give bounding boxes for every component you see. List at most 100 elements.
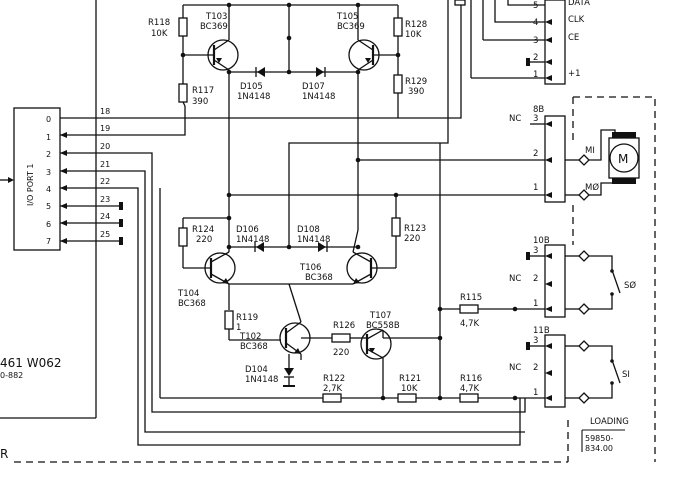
wire-number-18: 18	[100, 107, 110, 116]
t103-type: BC369	[200, 22, 228, 32]
wire-numbers: 18 19 20 21 22 23 24 25	[100, 107, 110, 239]
motor-pin-mi: MI	[585, 146, 595, 156]
conn-top-pin-3: 3	[533, 36, 538, 46]
io-pin-0: 0	[46, 115, 51, 124]
conn-8b-pin-1: 1	[533, 183, 538, 193]
board-label-line1: 461 W062	[0, 356, 62, 370]
d106-type: 1N4148	[236, 235, 269, 245]
conn-top-pin-2: 2	[533, 53, 538, 63]
r121-value: 10K	[401, 384, 418, 394]
io-pin-1: 1	[46, 133, 51, 142]
loading-code-line2: 834.00	[585, 444, 613, 453]
d105-ref: D105	[240, 82, 263, 92]
corner-label: R	[0, 447, 8, 461]
switch-s1-label: SI	[622, 370, 630, 380]
resistor-r122: R122 2,7K	[159, 188, 398, 403]
top-rail	[183, 2, 398, 75]
r129-ref: R129	[405, 77, 427, 87]
r122-value: 2,7K	[323, 384, 343, 394]
resistor-r119: R119 1	[224, 310, 281, 341]
top-bus-lines	[288, 0, 545, 202]
conn-top-pin-4: 4	[533, 18, 538, 28]
wire-number-23: 23	[100, 195, 110, 204]
board-label-line2: 0-882	[0, 371, 23, 380]
resistor-r124: R124 220	[178, 215, 232, 268]
t105-type: BC369	[337, 22, 365, 32]
connector-8b: 8B NC 3 2 1 MI MØ	[509, 105, 616, 203]
conn-top-signal-plus1: +1	[568, 69, 581, 79]
r122-ref: R122	[323, 374, 345, 384]
loading-code-line1: 59850-	[585, 434, 613, 443]
d107-ref: D107	[302, 82, 325, 92]
r119-value: 1	[236, 323, 241, 333]
t102-ref: T102	[239, 332, 261, 342]
r128-value: 10K	[405, 30, 422, 40]
d106-ref: D106	[236, 225, 259, 235]
transistor-t105: T105 BC369	[336, 12, 398, 230]
r118-value: 10K	[151, 29, 168, 39]
motor-symbol: M	[608, 132, 640, 184]
r126-ref: R126	[333, 321, 355, 331]
r128-ref: R128	[405, 20, 427, 30]
conn-10b-pin-1: 1	[533, 299, 538, 309]
conn-8b-pin-2: 2	[533, 149, 538, 159]
loading-area: LOADING 59850- 834.00	[567, 96, 656, 462]
diode-d106: D106 1N4148	[226, 225, 358, 252]
io-pin-2: 2	[46, 150, 51, 159]
transistor-t107: T107 BC558B	[360, 311, 443, 398]
io-pin-5: 5	[46, 202, 51, 211]
d108-type: 1N4148	[297, 235, 330, 245]
conn-10b-nc: NC	[509, 274, 521, 284]
transistor-t106: T106 BC368	[229, 229, 396, 285]
transistor-t104: T104 BC368	[177, 230, 236, 310]
connector-11b: 11B 3 NC 2 1 SI	[509, 326, 630, 408]
t106-ref: T106	[299, 263, 321, 273]
r118-ref: R118	[148, 18, 170, 28]
motor-letter: M	[618, 152, 628, 166]
connector-top: 5 4 3 2 1 DATA CLK CE +1	[526, 0, 590, 85]
wire-number-22: 22	[100, 177, 110, 186]
r121-ref: R121	[399, 374, 421, 384]
conn-11b-nc: NC	[509, 363, 521, 373]
conn-10b-ref: 10B	[533, 236, 550, 246]
conn-11b-pin-2: 2	[533, 363, 538, 373]
conn-top-pin-5: 5	[533, 1, 538, 11]
conn-top-pin-1: 1	[533, 70, 538, 80]
d104-type: 1N4148	[245, 375, 278, 385]
motor-pin-m0: MØ	[585, 182, 599, 193]
switch-s0-label: SØ	[624, 280, 636, 291]
io-routing-wires	[96, 106, 526, 446]
resistor-r128: R128 10K	[393, 5, 427, 75]
d107-type: 1N4148	[302, 92, 335, 102]
d108-ref: D108	[297, 225, 320, 235]
io-pin-4: 4	[46, 185, 51, 194]
t107-type: BC558B	[366, 321, 400, 331]
t106-type: BC368	[305, 273, 333, 283]
resistor-r121: R121 10K	[397, 374, 460, 403]
wire-number-25: 25	[100, 230, 110, 239]
t105-ref: T105	[336, 12, 358, 22]
supply-bus-440	[437, 143, 443, 401]
r116-value: 4,7K	[460, 384, 480, 394]
diode-d105: D105 1N4148	[226, 67, 358, 102]
r124-value: 220	[196, 235, 212, 245]
loading-label: LOADING	[590, 417, 629, 427]
t104-type: BC368	[178, 299, 206, 309]
motor-drive-lines	[226, 157, 545, 247]
r115-ref: R115	[460, 293, 482, 303]
conn-top-signal-clk: CLK	[568, 15, 585, 25]
conn-top-signal-ce: CE	[568, 33, 579, 43]
io-port-box	[13, 107, 61, 251]
resistor-r117: R117 390	[178, 55, 214, 107]
t103-ref: T103	[205, 12, 227, 22]
r116-ref: R116	[460, 374, 482, 384]
conn-8b-ref: 8B	[533, 105, 544, 115]
r123-value: 220	[404, 234, 420, 244]
r129-value: 390	[408, 87, 424, 97]
t102-type: BC368	[240, 342, 268, 352]
conn-8b-nc: NC	[509, 114, 521, 124]
io-pin-wires	[60, 117, 123, 245]
conn-top-signal-data: DATA	[568, 0, 590, 8]
